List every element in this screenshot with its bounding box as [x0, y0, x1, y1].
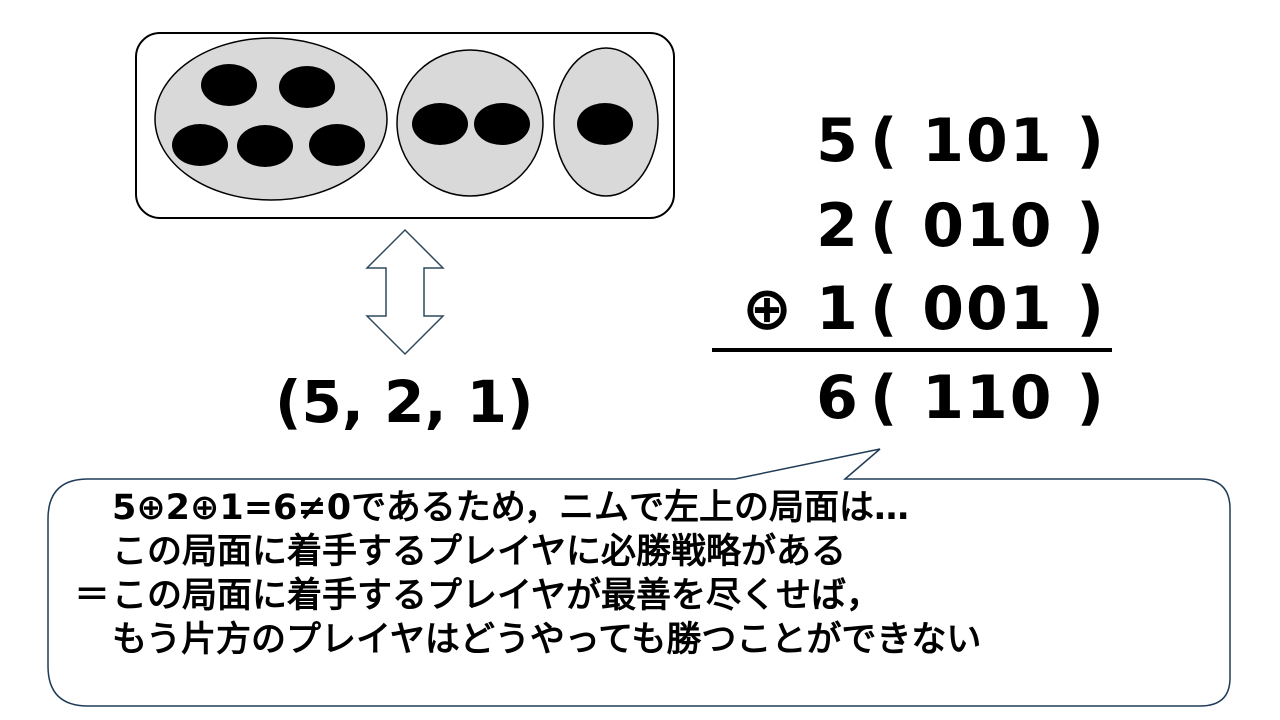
stone	[237, 125, 293, 167]
stone	[577, 103, 633, 145]
double-arrow-icon	[365, 228, 445, 356]
binary-value: ( 001 )	[870, 274, 1106, 344]
callout-line: もう片方のプレイヤはどうやっても勝つことができない	[112, 620, 982, 660]
result-decimal: 6	[816, 363, 858, 433]
heap-1	[154, 37, 388, 201]
callout-line: ＝この局面に着手するプレイヤが最善を尽くせば，	[72, 574, 1212, 618]
decimal-value: 5	[816, 106, 858, 176]
decimal-value: 1	[816, 274, 858, 344]
binary-value: ( 101 )	[870, 106, 1106, 176]
heap-3	[553, 47, 659, 197]
xor-row: 2 ( 010 )	[720, 185, 1110, 267]
stone	[201, 64, 257, 106]
position-tuple: (5, 2, 1)	[275, 368, 534, 436]
callout-line: この局面に着手するプレイヤに必勝戦略がある	[112, 532, 846, 572]
xor-row: 5 ( 101 )	[720, 100, 1110, 182]
callout-text: 5⊕2⊕1=6≠0であるため，ニムで左上の局面は… この局面に着手するプレイヤに…	[72, 486, 1212, 662]
callout-line: 5⊕2⊕1=6≠0であるため，ニムで左上の局面は…	[112, 488, 909, 528]
stone	[309, 124, 365, 166]
stone	[172, 124, 228, 166]
xor-row: ⊕ 1 ( 001 )	[720, 268, 1110, 350]
binary-value: ( 010 )	[870, 191, 1106, 261]
xor-operator: ⊕	[741, 274, 793, 344]
stone	[279, 66, 335, 108]
equals-prefix: ＝	[74, 576, 110, 616]
stone	[412, 103, 468, 145]
stone	[474, 103, 530, 145]
heap-2	[396, 49, 544, 197]
callout-bubble	[47, 448, 1231, 707]
decimal-value: 2	[816, 191, 858, 261]
result-binary: ( 110 )	[870, 363, 1106, 433]
xor-result-row: 6 ( 110 )	[720, 357, 1110, 439]
